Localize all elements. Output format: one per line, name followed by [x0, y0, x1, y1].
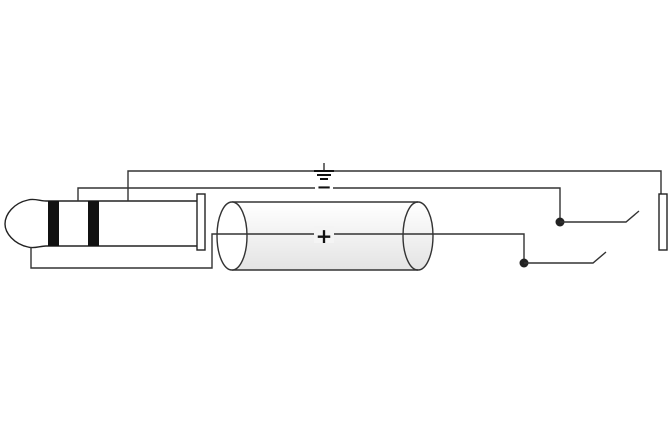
- cable-right-end: [417, 201, 434, 271]
- jack-plug-flange: [196, 193, 206, 251]
- contact-arm-minus: [560, 210, 640, 223]
- plus-label: +: [316, 224, 333, 248]
- plus-wire: [30, 233, 525, 269]
- ground-terminal-plate: [658, 193, 668, 251]
- minus-label: −: [316, 177, 331, 198]
- minus-label-bg: [315, 181, 333, 195]
- switch-contact-plus: [519, 251, 607, 268]
- insulator-band-tip: [48, 201, 59, 246]
- jack-plug-body: [4, 198, 200, 249]
- trs-jack-plug: [4, 193, 206, 251]
- cable-left-end: [216, 201, 248, 271]
- plus-label-bg: [314, 226, 334, 243]
- contact-arm-plus: [524, 251, 607, 264]
- ground-wire: [127, 170, 662, 201]
- insulator-band-ring: [88, 201, 99, 246]
- cable-right-end-hidden: [402, 201, 419, 271]
- ground-icon: [314, 163, 334, 180]
- switch-contact-minus: [555, 210, 640, 227]
